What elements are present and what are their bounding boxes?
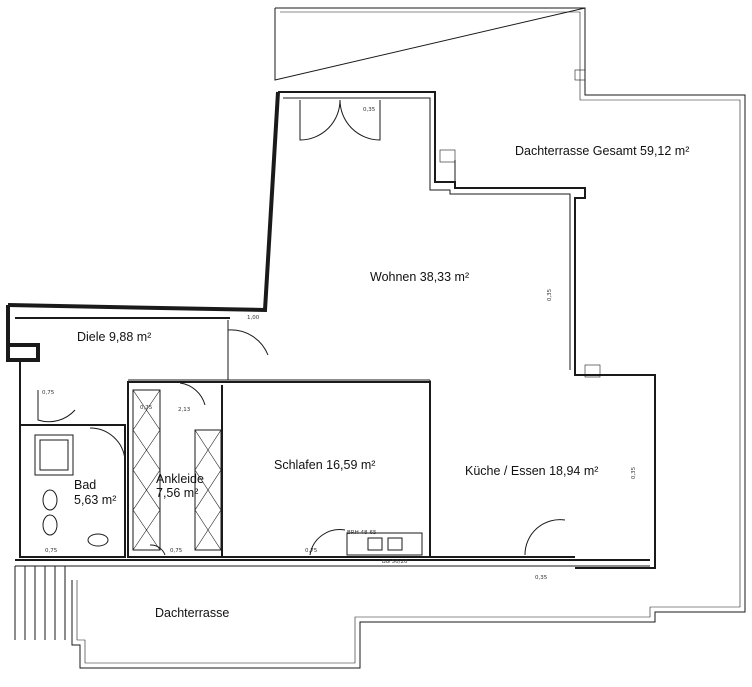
diele-walls	[6, 305, 230, 425]
ankleide-shelves	[132, 389, 222, 551]
kueche-walls	[346, 532, 575, 558]
annotation-kueche-bottom: 0,35	[535, 575, 548, 581]
annotation-ankleide-bottom: 0,75	[170, 548, 183, 554]
room-label-ankleide-area: 7,56 m²	[156, 486, 199, 500]
annotation-schlafen-door: 0,75	[305, 548, 318, 554]
room-label-dachterrasse: Dachterrasse	[155, 606, 230, 620]
room-label-wohnen: Wohnen 38,33 m²	[370, 270, 470, 284]
door-swings	[37, 99, 566, 556]
bottom-wall	[14, 559, 650, 640]
room-label-diele: Diele 9,88 m²	[77, 330, 152, 344]
schlafen-walls	[127, 379, 431, 558]
room-label-bad-area: 5,63 m²	[74, 493, 117, 507]
room-label-bad-name: Bad	[74, 478, 97, 492]
annotation-beam: BG 50/20	[382, 559, 408, 565]
annotation-window-sill: BRH 48-65	[347, 530, 377, 536]
annotation-door-top: 0,35	[363, 107, 376, 113]
room-label-kueche-essen: Küche / Essen 18,94 m²	[465, 464, 599, 478]
annotation-door-ankleide: 2,13	[178, 407, 191, 413]
terrace-outline	[71, 7, 746, 669]
annotation-ankleide-top: 0,75	[140, 405, 153, 411]
room-label-schlafen: Schlafen 16,59 m²	[274, 458, 376, 472]
room-label-dachterrasse-gesamt: Dachterrasse Gesamt 59,12 m²	[515, 144, 690, 158]
annotation-bad-door: 0,75	[42, 390, 55, 396]
window-marks	[439, 69, 601, 378]
wohnen-walls	[7, 91, 656, 569]
annotation-wall-right: 0,35	[547, 288, 554, 302]
room-label-ankleide-name: Ankleide	[156, 472, 204, 486]
annotation-wall-kueche: 0,35	[631, 466, 638, 480]
annotation-dim-left: 0,75	[45, 548, 58, 554]
annotation-door-diele: 1,00	[247, 315, 260, 321]
bad-walls	[19, 424, 126, 558]
